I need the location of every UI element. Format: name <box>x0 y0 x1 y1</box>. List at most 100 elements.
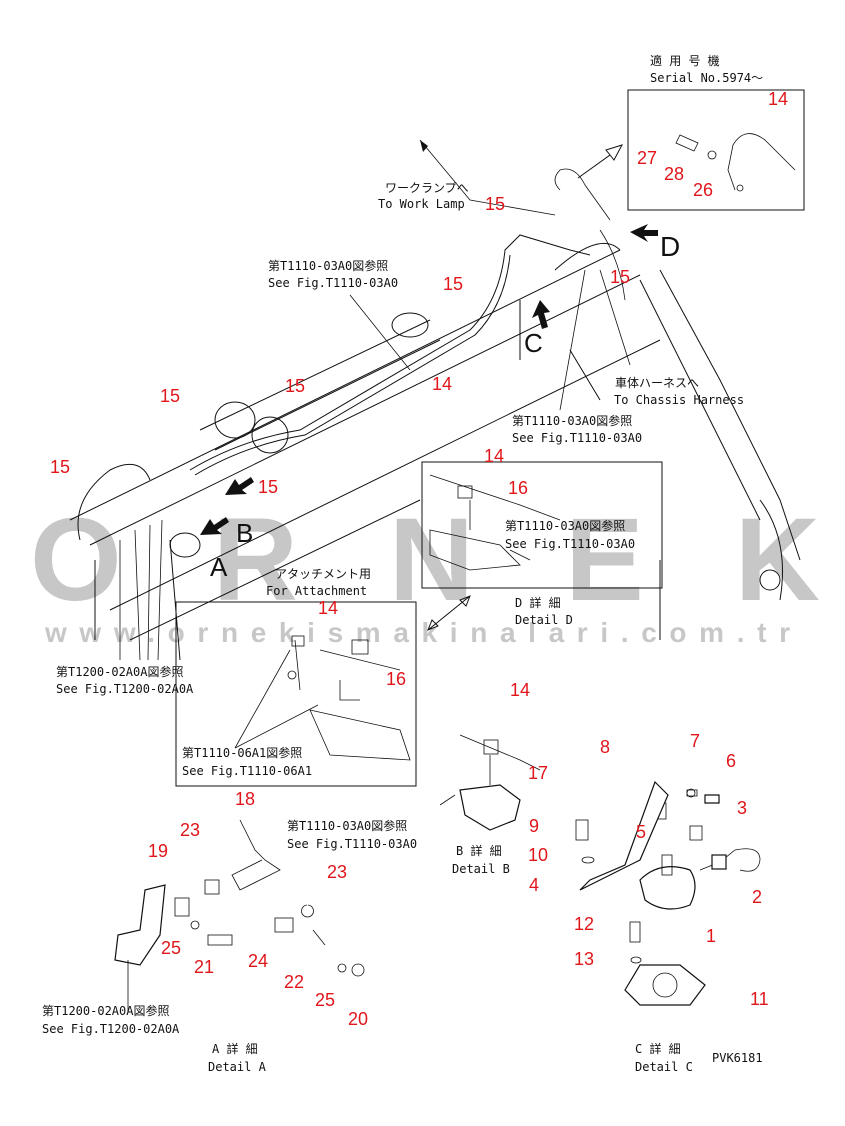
note-work-lamp-en: To Work Lamp <box>378 197 465 211</box>
detail-link-arrow <box>427 595 471 631</box>
callout-22: 22 <box>284 972 304 992</box>
note-ref4-jp: 第T1110-06A1図参照 <box>182 745 302 760</box>
callout-15-e: 15 <box>160 386 180 406</box>
note-ref1-jp: 第T1110-03A0図参照 <box>268 258 388 273</box>
attachment-frame <box>175 601 417 787</box>
note-ref5-en: See Fig.T1110-03A0 <box>505 537 635 551</box>
detail-d-drawing <box>429 474 561 571</box>
callout-25-b: 25 <box>315 990 335 1010</box>
detail-d-jp: D 詳 細 <box>515 595 561 610</box>
note-ref3-jp: 第T1200-02A0A図参照 <box>56 664 183 679</box>
note-attach-en: For Attachment <box>266 584 367 598</box>
callout-15-g: 15 <box>258 477 278 497</box>
callout-16-attach: 16 <box>386 669 406 689</box>
callout-20: 20 <box>348 1009 368 1029</box>
serial-inset-harness <box>675 133 796 192</box>
view-arrow-d <box>630 224 658 242</box>
callouts: 14 27 28 26 15 15 15 14 15 15 15 15 14 1… <box>50 89 788 1029</box>
callout-2: 2 <box>752 887 762 907</box>
detail-a-jp: A 詳 細 <box>212 1041 258 1056</box>
note-ref6-en: See Fig.T1110-03A0 <box>287 837 417 851</box>
note-ref7-en: See Fig.T1200-02A0A <box>42 1022 180 1036</box>
detail-b-drawing <box>459 734 541 831</box>
note-attach-jp: アタッチメント用 <box>275 567 371 581</box>
note-ref5-jp: 第T1110-03A0図参照 <box>505 518 625 533</box>
note-ref6-jp: 第T1110-03A0図参照 <box>287 818 407 833</box>
callout-6: 6 <box>726 751 736 771</box>
callout-19: 19 <box>148 841 168 861</box>
boom-assembly <box>69 242 801 661</box>
attachment-drawing <box>287 635 411 761</box>
detail-b-jp: B 詳 細 <box>456 843 502 858</box>
callout-14-b: 14 <box>510 680 530 700</box>
callout-15-b: 15 <box>610 267 630 287</box>
callout-10: 10 <box>528 845 548 865</box>
callout-18: 18 <box>235 789 255 809</box>
callout-28: 28 <box>664 164 684 184</box>
detail-c-en: Detail C <box>635 1060 693 1074</box>
note-ref3-en: See Fig.T1200-02A0A <box>56 682 194 696</box>
callout-8: 8 <box>600 737 610 757</box>
callout-12: 12 <box>574 914 594 934</box>
view-label-c: C <box>524 328 543 358</box>
view-label-b: B <box>236 518 253 548</box>
callout-24: 24 <box>248 951 268 971</box>
leaders-ref3 <box>119 519 163 661</box>
view-label-a: A <box>210 552 228 582</box>
detail-a-drawing <box>114 819 365 977</box>
callout-16-d: 16 <box>508 478 528 498</box>
callout-3: 3 <box>737 798 747 818</box>
view-arrows <box>200 224 658 535</box>
serial-jp: 適 用 号 機 <box>650 53 720 68</box>
serial-en: Serial No.5974〜 <box>650 71 763 85</box>
detail-c-jp: C 詳 細 <box>635 1041 681 1056</box>
note-ref2-jp: 第T1110-03A0図参照 <box>512 413 632 428</box>
note-ref4-en: See Fig.T1110-06A1 <box>182 764 312 778</box>
callout-13: 13 <box>574 949 594 969</box>
view-arrow-a <box>200 517 229 535</box>
callout-15-d: 15 <box>285 376 305 396</box>
callout-14-d: 14 <box>484 446 504 466</box>
note-chassis-jp: 車体ハーネスへ <box>615 376 699 390</box>
callout-11: 11 <box>750 989 769 1009</box>
drawing-code: PVK6181 <box>712 1051 763 1065</box>
callout-21: 21 <box>194 957 214 977</box>
view-arrow-c <box>532 300 550 329</box>
callout-15-a: 15 <box>485 194 505 214</box>
leader-work-lamp <box>419 139 556 216</box>
callout-15-f: 15 <box>50 457 70 477</box>
callout-14-inset: 14 <box>768 89 788 109</box>
note-ref2-en: See Fig.T1110-03A0 <box>512 431 642 445</box>
callout-5: 5 <box>636 822 646 842</box>
harness-route <box>189 168 626 476</box>
callout-4: 4 <box>529 875 539 895</box>
detail-c-drawing <box>575 780 761 1006</box>
detail-d-frame <box>421 461 663 589</box>
callout-17: 17 <box>528 763 548 783</box>
detail-a-en: Detail A <box>208 1060 267 1074</box>
serial-inset-frame <box>627 89 805 211</box>
note-chassis-en: To Chassis Harness <box>614 393 744 407</box>
note-ref1-en: See Fig.T1110-03A0 <box>268 276 398 290</box>
callout-14-main: 14 <box>432 374 452 394</box>
callout-15-c: 15 <box>443 274 463 294</box>
callout-23-b: 23 <box>327 862 347 882</box>
callout-27: 27 <box>637 148 657 168</box>
callout-26: 26 <box>693 180 713 200</box>
note-ref7-jp: 第T1200-02A0A図参照 <box>42 1003 169 1018</box>
note-work-lamp-jp: ワークランプへ <box>385 181 469 195</box>
callout-14-attach: 14 <box>318 598 338 618</box>
detail-b-en: Detail B <box>452 862 510 876</box>
leader-chassis <box>599 269 631 366</box>
view-label-d: D <box>660 231 680 262</box>
inset-arrow <box>577 144 624 179</box>
callout-7: 7 <box>690 731 700 751</box>
callout-23-a: 23 <box>180 820 200 840</box>
callout-1: 1 <box>706 926 716 946</box>
detail-d-en: Detail D <box>515 613 573 627</box>
callout-25-a: 25 <box>161 938 181 958</box>
view-arrow-b <box>225 477 254 495</box>
callout-9: 9 <box>529 816 539 836</box>
